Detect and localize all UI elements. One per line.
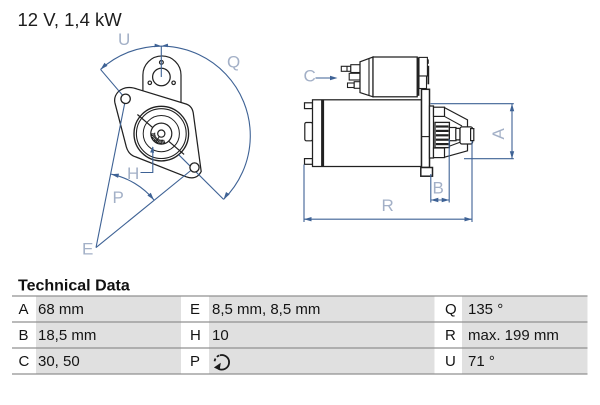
- svg-text:C: C: [304, 67, 316, 86]
- svg-text:R: R: [382, 196, 394, 215]
- svg-text:12 V, 1,4 kW: 12 V, 1,4 kW: [18, 9, 123, 30]
- svg-text:R: R: [445, 327, 456, 344]
- svg-text:H: H: [190, 327, 201, 344]
- svg-text:Q: Q: [445, 301, 457, 318]
- svg-text:10: 10: [212, 327, 229, 344]
- svg-text:U: U: [118, 30, 130, 49]
- svg-text:A: A: [489, 128, 508, 140]
- svg-text:E: E: [190, 301, 200, 318]
- svg-text:B: B: [19, 327, 29, 344]
- svg-text:B: B: [433, 179, 444, 198]
- svg-text:Technical Data: Technical Data: [18, 278, 130, 295]
- svg-text:8,5 mm, 8,5 mm: 8,5 mm, 8,5 mm: [212, 301, 320, 318]
- svg-text:68 mm: 68 mm: [38, 301, 84, 318]
- svg-text:18,5 mm: 18,5 mm: [38, 327, 96, 344]
- svg-text:C: C: [19, 353, 30, 370]
- svg-text:A: A: [19, 301, 29, 318]
- svg-text:135 °: 135 °: [468, 301, 503, 318]
- svg-text:P: P: [190, 353, 200, 370]
- svg-text:Q: Q: [227, 53, 240, 72]
- svg-text:P: P: [113, 188, 124, 207]
- svg-text:U: U: [445, 353, 456, 370]
- svg-text:30, 50: 30, 50: [38, 353, 80, 370]
- svg-text:E: E: [82, 240, 93, 259]
- svg-text:max. 199 mm: max. 199 mm: [468, 327, 559, 344]
- svg-text:71 °: 71 °: [468, 353, 495, 370]
- svg-text:H: H: [127, 164, 139, 183]
